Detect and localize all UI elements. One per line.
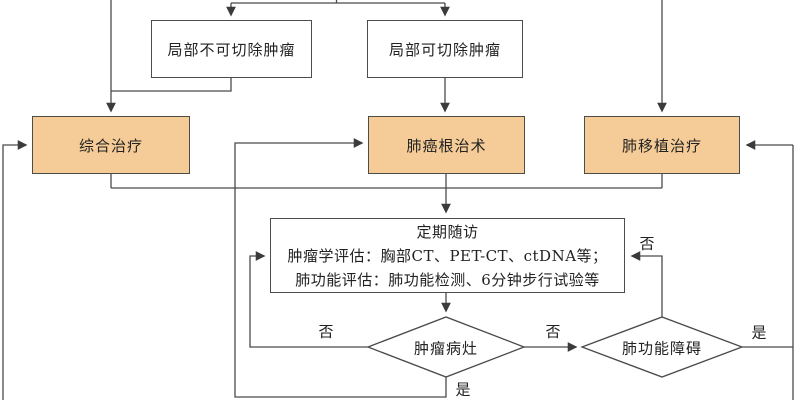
edge-unresectable-to-comprehensive	[111, 78, 232, 92]
followup-oncology-line: 肿瘤学评估：胸部CT、PET-CT、ctDNA等；	[287, 246, 608, 265]
node-resectable-tumor: 局部可切除肿瘤	[367, 20, 523, 78]
edge-function-no-loop	[630, 251, 663, 317]
function-decision-label: 肺功能障碍	[621, 339, 703, 358]
followup-pulmonary-line: 肺功能评估：肺功能检测、6分钟步行试验等	[295, 270, 600, 289]
label-tumor-no-mid: 否	[545, 322, 561, 341]
tumor-decision-label: 肿瘤病灶	[413, 339, 479, 358]
node-radical-surgery-label: 肺癌根治术	[406, 136, 487, 155]
node-lung-transplant-label: 肺移植治疗	[621, 136, 702, 155]
edge-tumor-yes-loop	[234, 138, 447, 398]
node-unresectable-tumor-label: 局部不可切除肿瘤	[167, 40, 296, 59]
node-lung-transplant: 肺移植治疗	[584, 116, 740, 174]
edge-tumor-no-loop	[249, 251, 368, 348]
tumor-decision-diamond	[366, 316, 526, 378]
node-radical-surgery: 肺癌根治术	[368, 116, 525, 174]
node-unresectable-tumor: 局部不可切除肿瘤	[151, 20, 312, 78]
label-tumor-no-left: 否	[318, 322, 334, 341]
node-comprehensive-treatment-label: 综合治疗	[78, 136, 143, 155]
label-function-yes: 是	[751, 323, 767, 342]
label-tumor-yes: 是	[455, 380, 471, 399]
label-function-no: 否	[639, 234, 655, 253]
node-comprehensive-treatment: 综合治疗	[32, 116, 190, 174]
node-resectable-tumor-label: 局部可切除肿瘤	[388, 40, 501, 59]
followup-title: 定期随访	[416, 222, 479, 241]
function-decision-diamond	[580, 316, 744, 378]
node-regular-followup: 定期随访 肿瘤学评估：胸部CT、PET-CT、ctDNA等； 肺功能评估：肺功能…	[270, 218, 625, 293]
edge-left-feedback	[2, 140, 28, 400]
